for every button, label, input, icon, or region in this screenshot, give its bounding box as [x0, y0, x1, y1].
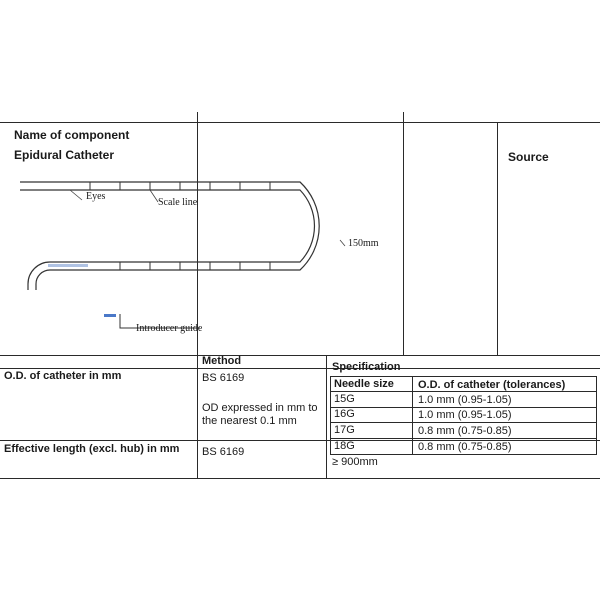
scale-line-label: Scale line	[158, 197, 198, 208]
od-18g: 0.8 mm (0.75-0.85)	[418, 441, 512, 453]
subtable-h1	[330, 391, 597, 392]
method-header: Method	[202, 355, 242, 367]
eyes-label: Eyes	[86, 191, 106, 202]
subtable-mid	[412, 376, 413, 454]
length-property: Effective length (excl. hub) in mm	[4, 443, 180, 455]
od-16g: 1.0 mm (0.95-1.05)	[418, 409, 512, 421]
table-header-border	[0, 368, 600, 369]
table-bottom-border	[0, 478, 600, 479]
table-row2-border	[0, 440, 600, 441]
length-spec: ≥ 900mm	[332, 456, 378, 468]
needle-size-header: Needle size	[334, 378, 394, 390]
od-15g: 1.0 mm (0.95-1.05)	[418, 394, 512, 406]
top-border	[0, 122, 600, 123]
table-col-2	[326, 355, 327, 478]
od-method-note: OD expressed in mm to the nearest 0.1 mm	[202, 402, 318, 427]
needle-18g: 18G	[334, 440, 355, 452]
top-divider-3	[497, 122, 498, 355]
od-method: BS 6169	[202, 372, 245, 384]
length-label: 150mm	[348, 238, 379, 249]
subtable-h3	[330, 422, 597, 423]
od-tolerance-header: O.D. of catheter (tolerances)	[418, 379, 566, 391]
subtable-h4	[330, 438, 597, 439]
top-divider-2	[403, 112, 404, 355]
od-property: O.D. of catheter in mm	[4, 370, 122, 382]
subtable-right	[596, 376, 597, 454]
table-col-1	[197, 355, 198, 478]
subtable-left	[330, 376, 331, 454]
needle-15g: 15G	[334, 393, 355, 405]
specification-header: Specification	[332, 361, 401, 373]
introducer-label: Introducer guide	[136, 323, 203, 334]
component-label: Name of component	[14, 128, 130, 142]
component-name: Epidural Catheter	[14, 148, 115, 162]
top-divider-1	[197, 112, 198, 355]
needle-16g: 16G	[334, 408, 355, 420]
subtable-bottom	[330, 454, 597, 455]
od-17g: 0.8 mm (0.75-0.85)	[418, 425, 512, 437]
subtable-top	[330, 376, 597, 377]
source-label: Source	[508, 150, 549, 164]
catheter-diagram	[20, 181, 346, 329]
needle-17g: 17G	[334, 424, 355, 436]
subtable-h2	[330, 407, 597, 408]
length-method: BS 6169	[202, 446, 245, 458]
table-top-border	[0, 355, 600, 356]
